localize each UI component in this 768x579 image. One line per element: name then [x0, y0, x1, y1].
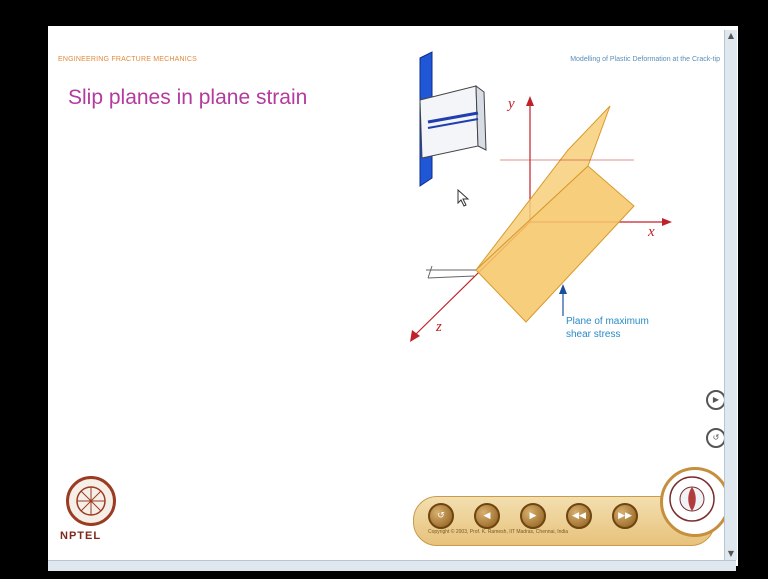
- specimen-block-side: [475, 84, 487, 151]
- iit-madras-seal-icon: [660, 467, 730, 537]
- next-button[interactable]: ▶: [520, 503, 546, 529]
- reload-side-button[interactable]: ↺: [706, 428, 726, 448]
- vertical-scrollbar[interactable]: ▲ ▼: [724, 30, 737, 560]
- last-slide-button[interactable]: ▶▶: [612, 503, 638, 529]
- nptel-emblem-icon: [66, 476, 116, 526]
- lecture-title: Modelling of Plastic Deformation at the …: [570, 56, 720, 63]
- shear-plane-front: [475, 165, 635, 323]
- play-side-button[interactable]: ▶: [706, 390, 726, 410]
- scroll-down-icon[interactable]: ▼: [727, 549, 735, 558]
- nptel-logo-text: NPTEL: [60, 530, 102, 542]
- slide-canvas: ENGINEERING FRACTURE MECHANICS Modelling…: [48, 26, 738, 566]
- first-slide-button[interactable]: ◀◀: [566, 503, 592, 529]
- mouse-cursor-icon: [457, 189, 470, 207]
- shear-plane-note: Plane of maximum shear stress: [566, 315, 676, 341]
- z-axis-label: z: [436, 319, 442, 335]
- nptel-logo: NPTEL: [60, 476, 118, 542]
- scroll-up-icon[interactable]: ▲: [727, 31, 735, 40]
- slide-title: Slip planes in plane strain: [68, 86, 308, 109]
- course-title: ENGINEERING FRACTURE MECHANICS: [58, 56, 198, 63]
- horizontal-scrollbar[interactable]: [48, 560, 736, 571]
- shear-plane-note-line1: Plane of maximum: [566, 316, 649, 327]
- previous-button[interactable]: ◀: [474, 503, 500, 529]
- x-axis-label: x: [648, 224, 655, 240]
- copyright-text: Copyright © 2003, Prof. K. Ramesh, IIT M…: [428, 529, 569, 535]
- y-axis-label: y: [508, 96, 515, 112]
- shear-plane-note-line2: shear stress: [566, 329, 621, 340]
- reload-button[interactable]: ↺: [428, 503, 454, 529]
- slip-plane-diagram: [410, 51, 672, 342]
